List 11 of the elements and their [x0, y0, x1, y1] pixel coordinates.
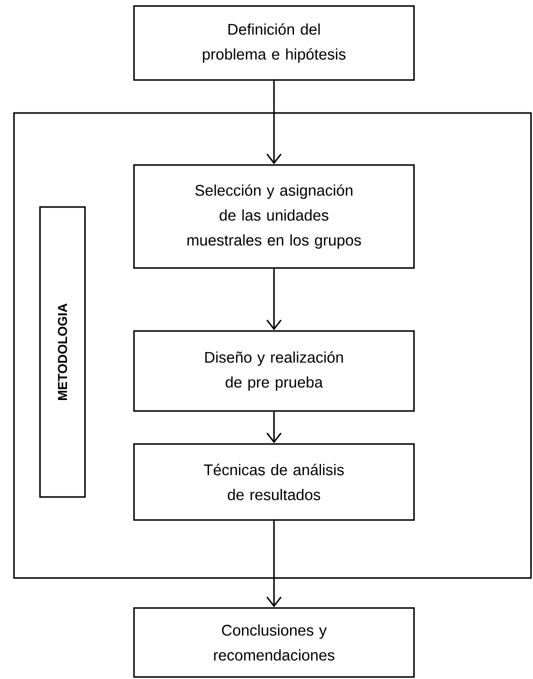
process-box: Definición del problema e hipótesis [133, 5, 415, 81]
frame-box [13, 112, 532, 579]
process-box: Selección y asignación de las unidades muestrales en los grupos [133, 164, 415, 269]
arrow [266, 80, 282, 164]
process-box: Conclusiones y recomendaciones [133, 607, 415, 678]
arrow [266, 412, 282, 444]
arrow [266, 520, 282, 608]
process-box: Técnicas de análisis de resultados [133, 443, 415, 521]
process-box: Diseño y realización de pre prueba [133, 330, 415, 412]
arrow [266, 268, 282, 330]
side-label-box: METODOLOGIA [39, 206, 86, 498]
